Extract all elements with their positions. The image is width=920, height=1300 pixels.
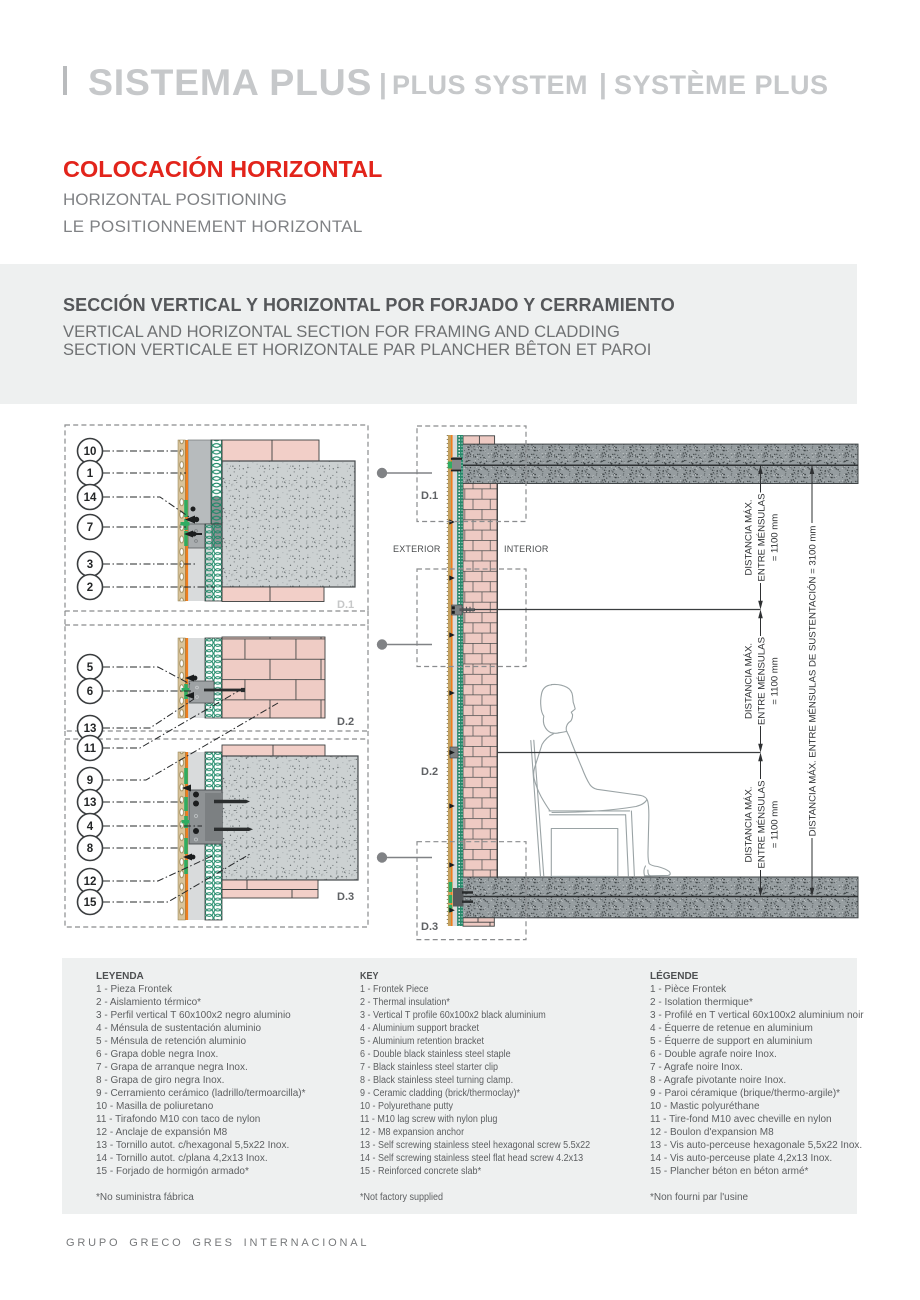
svg-text:D.1: D.1 [337,599,354,611]
svg-text:13: 13 [84,797,97,809]
svg-text:DISTANCIA MÁX.: DISTANCIA MÁX. [744,786,755,862]
svg-text:D.3: D.3 [337,891,354,903]
svg-text:11: 11 [84,743,97,755]
svg-text:INTERIOR: INTERIOR [504,544,549,554]
svg-text:15: 15 [84,897,97,909]
svg-text:EXTERIOR: EXTERIOR [393,544,441,554]
svg-text:1: 1 [87,468,94,480]
svg-text:DISTANCIA MÁX.: DISTANCIA MÁX. [744,643,755,719]
svg-text:12: 12 [84,876,97,888]
svg-text:= 1100 mm: = 1100 mm [770,801,781,849]
svg-text:4: 4 [87,821,94,833]
svg-text:9: 9 [87,775,93,787]
svg-text:DISTANCIA MÁX.: DISTANCIA MÁX. [744,499,755,575]
svg-text:D.2: D.2 [421,766,438,778]
svg-text:6: 6 [87,686,93,698]
svg-text:ENTRE MÉNSULAS: ENTRE MÉNSULAS [757,781,768,869]
svg-text:3: 3 [87,559,93,571]
svg-text:13: 13 [84,723,97,735]
svg-text:= 1100 mm: = 1100 mm [770,657,781,705]
svg-text:D.3: D.3 [421,921,438,933]
svg-text:D.1: D.1 [421,490,438,502]
svg-text:5: 5 [87,662,94,674]
svg-text:DISTANCIA MÁX. ENTRE MÉNSULAS: DISTANCIA MÁX. ENTRE MÉNSULAS DE SUSTENT… [808,526,819,837]
svg-text:ENTRE MÉNSULAS: ENTRE MÉNSULAS [757,637,768,725]
svg-text:8: 8 [87,843,94,855]
svg-text:= 1100 mm: = 1100 mm [770,514,781,562]
svg-text:14: 14 [84,492,97,504]
svg-text:7: 7 [87,522,93,534]
svg-text:ENTRE MÉNSULAS: ENTRE MÉNSULAS [757,494,768,582]
svg-text:2: 2 [87,582,93,594]
svg-text:10: 10 [84,446,97,458]
svg-text:D.2: D.2 [337,716,354,728]
